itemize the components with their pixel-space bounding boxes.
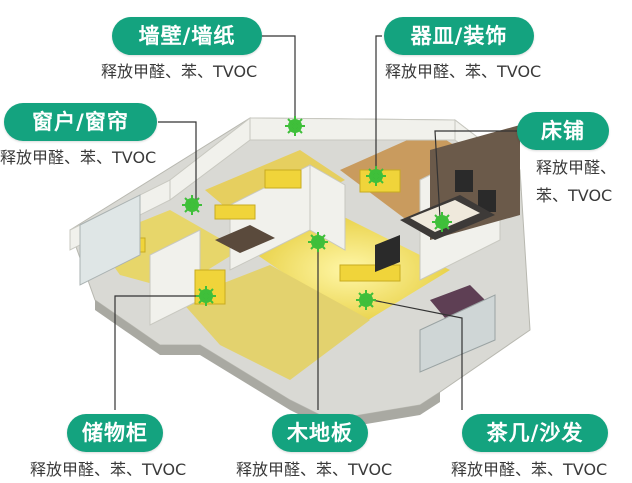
germ-icon (196, 286, 216, 306)
label-walls: 墙壁/墙纸 (112, 17, 262, 55)
sofa (430, 285, 485, 318)
desc-floor: 释放甲醛、苯、TVOC (236, 460, 393, 479)
dining-table (215, 225, 275, 253)
germ-icon (182, 195, 202, 215)
desc-walls: 释放甲醛、苯、TVOC (101, 62, 258, 81)
wall-picture (478, 190, 496, 212)
tv (375, 235, 400, 272)
germ-icon (432, 212, 452, 232)
germ-icon (285, 116, 305, 136)
desc-ware: 释放甲醛、苯、TVOC (385, 62, 542, 81)
label-windows: 窗户/窗帘 (4, 103, 157, 141)
slab-edge (95, 300, 440, 430)
left-balcony (79, 194, 141, 286)
label-cabinet: 储物柜 (67, 414, 163, 452)
germ-icons (182, 116, 452, 310)
desc-bed-line1: 释放甲醛、 (536, 158, 617, 177)
room-floor-lower (180, 265, 370, 380)
germ-icon (366, 166, 386, 186)
desc-bed-line2: 苯、TVOC (536, 186, 613, 205)
balcony (419, 294, 496, 373)
label-bed: 床铺 (517, 112, 609, 150)
germ-icon (308, 232, 328, 252)
desc-sofa: 释放甲醛、苯、TVOC (451, 460, 608, 479)
leader-lines (114, 35, 517, 410)
label-ware: 器皿/装饰 (384, 17, 534, 55)
wall-picture (455, 170, 473, 192)
label-sofa: 茶几/沙发 (462, 414, 608, 452)
desc-windows: 释放甲醛、苯、TVOC (0, 148, 157, 167)
desc-cabinet: 释放甲醛、苯、TVOC (30, 460, 187, 479)
label-floor: 木地板 (272, 414, 368, 452)
germ-icon (356, 290, 376, 310)
